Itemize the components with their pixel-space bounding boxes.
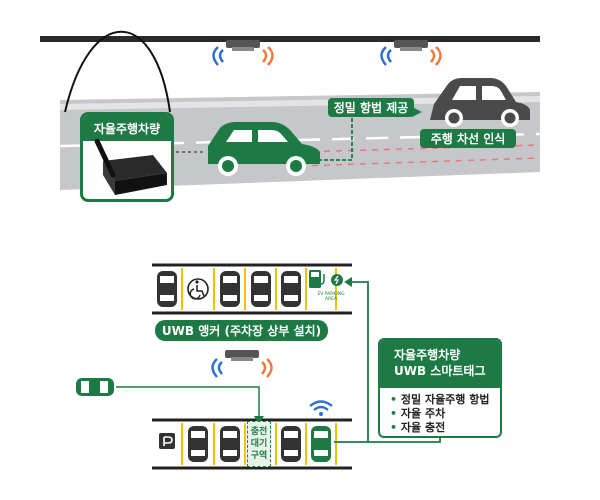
parked-cars-top (157, 271, 301, 307)
route-label: 정밀 항법 제공 (328, 98, 414, 117)
charging-wait-zone: 충전 대기 구역 (247, 421, 271, 467)
feature-item: 자율 충전 (390, 421, 500, 435)
feature-item: 자율 주차 (390, 407, 500, 421)
smart-tag-panel: 자율주행차량 UWB 스마트태그 정밀 자율주행 항법 자율 주차 자율 충전 (378, 338, 502, 438)
parked-cars-bottom (188, 426, 301, 462)
charging-zone-line2: 대기 (250, 439, 268, 449)
charging-zone-line3: 구역 (250, 451, 268, 461)
parking-lot-top (152, 263, 352, 315)
car-icon (208, 122, 320, 176)
car-icon (311, 426, 331, 462)
ev-label-line1: EV PARKING (317, 292, 345, 297)
uwb-anchor-icon (211, 350, 273, 378)
smart-tag-features: 정밀 자율주행 항법 자율 주차 자율 충전 (380, 388, 500, 435)
smart-tag-title-line2: UWB 스마트태그 (394, 364, 486, 378)
smart-tag-title-line1: 자율주행차량 (394, 348, 461, 362)
ev-charger-icon (309, 270, 343, 288)
uwb-anchor-label: UWB 앵커 (주차장 상부 설치) (155, 320, 328, 341)
smart-tag-title: 자율주행차량 UWB 스마트태그 (380, 340, 500, 388)
car-icon (430, 78, 530, 127)
uwb-device-icon (94, 139, 167, 195)
wheelchair-icon (187, 278, 209, 300)
av-label: 자율주행차량 (83, 115, 171, 141)
road (59, 92, 541, 190)
uwb-anchor-icon (212, 40, 274, 66)
av-device-panel: 자율주행차량 (80, 112, 174, 202)
tunnel-ceiling (40, 36, 540, 42)
guidance-path (116, 386, 260, 417)
wifi-signal-icon (309, 400, 333, 416)
parking-lot-bottom (152, 418, 352, 470)
ev-parking-label: EV PARKING AREA (311, 292, 351, 302)
uwb-anchor-icon (380, 40, 442, 66)
ev-label-line2: AREA (324, 297, 338, 302)
lane-label: 주행 차선 인식 (420, 129, 516, 148)
car-icon (76, 378, 114, 396)
tag-connector (334, 281, 369, 443)
feature-item: 정밀 자율주행 항법 (390, 393, 500, 407)
parking-sign-icon (159, 433, 175, 449)
connection-arc (64, 31, 171, 113)
charging-zone-line1: 충전 (250, 427, 268, 437)
